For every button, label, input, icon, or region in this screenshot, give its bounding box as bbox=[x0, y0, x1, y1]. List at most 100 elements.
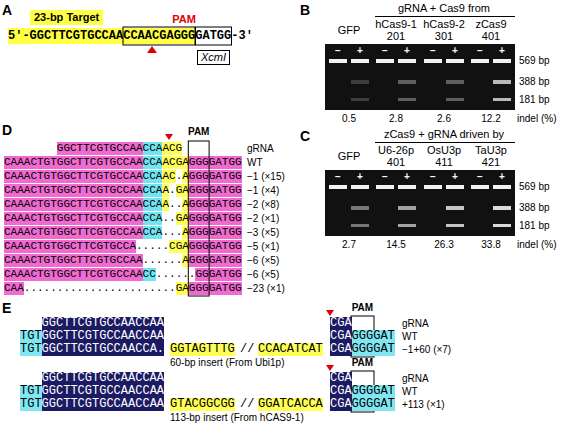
row-label: −1+60 (×7) bbox=[402, 343, 451, 356]
cut-site-marker bbox=[326, 310, 334, 316]
gel-band bbox=[493, 206, 511, 227]
gel-band bbox=[446, 206, 464, 227]
lane-label: hCas9-1 bbox=[375, 18, 417, 30]
lane-sign: + bbox=[357, 171, 363, 183]
lane-label: zCas9 bbox=[475, 18, 506, 30]
gel-value: indel (%) bbox=[517, 239, 556, 251]
panel-letter: B bbox=[300, 2, 310, 18]
gel-value: 388 bp bbox=[519, 76, 550, 88]
insert-segment: GGTAGTTTG bbox=[170, 343, 235, 356]
gel-value: 33.8 bbox=[481, 239, 500, 251]
dna-segment: GGGGAT bbox=[352, 398, 395, 411]
gel-value: 12.2 bbox=[481, 113, 500, 125]
header-bracket bbox=[375, 142, 515, 143]
cut-site-marker bbox=[326, 365, 334, 371]
cut-site-marker bbox=[165, 134, 173, 140]
dna-segment: GGCTTCGTGCCAACCAA bbox=[42, 372, 164, 385]
panel-letter: C bbox=[300, 128, 310, 144]
lane-sign: + bbox=[499, 171, 505, 183]
gel-image bbox=[325, 44, 515, 110]
lane-label: U6-26p bbox=[378, 144, 414, 156]
dna-segment: TGT bbox=[20, 385, 42, 398]
dna-sequence: CAAACTGTGGCTTCGTGCCAACCAACGAGGGGATGG bbox=[4, 156, 242, 169]
lane-sign: + bbox=[499, 45, 505, 57]
gel-band bbox=[493, 80, 511, 101]
row-label: −2 (×1) bbox=[247, 212, 279, 225]
dna-sequence: CAAACTGTGGCTTCGTGCCAACCAA..AGGGGATGG bbox=[4, 198, 242, 211]
gel-value: 14.5 bbox=[386, 239, 405, 251]
insert-caption: 60-bp insert (From Ubi1p) bbox=[170, 357, 284, 369]
gel-band bbox=[351, 80, 369, 101]
lane-label: TaU3p bbox=[475, 144, 507, 156]
row-label: −1 (×15) bbox=[247, 170, 285, 183]
lane-sign: + bbox=[404, 45, 410, 57]
row-label: gRNA bbox=[402, 317, 429, 330]
lane-label: 301 bbox=[435, 30, 453, 42]
dna-sequence: CAAACTGTGGCTTCGTGCCAACC......GGGATGG bbox=[4, 268, 242, 281]
dna-sequence: CAAACTGTGGCTTCGTGCCA.....CGAGGGGATGG bbox=[4, 240, 242, 253]
insert-segment: GGATCACCA bbox=[258, 398, 323, 411]
lane-label: hCas9-2 bbox=[423, 18, 465, 30]
lane-sign: − bbox=[430, 45, 436, 57]
gel-band bbox=[398, 206, 416, 227]
row-label: −23 (×1) bbox=[247, 282, 285, 295]
row-label: −1 (×4) bbox=[247, 184, 279, 197]
dna-sequence: CAAACTGTGGCTTCGTGCCAACCA...AGGGGATGG bbox=[4, 226, 242, 239]
lane-sign: − bbox=[430, 171, 436, 183]
lane-label: GFP bbox=[338, 150, 361, 162]
row-label: +113 (×1) bbox=[402, 398, 445, 411]
row-label: gRNA bbox=[402, 372, 429, 385]
gel-band bbox=[351, 206, 369, 227]
lane-label: GFP bbox=[338, 24, 361, 36]
header-bracket bbox=[375, 16, 515, 17]
gel-value: 569 bp bbox=[519, 181, 550, 193]
gel-band bbox=[446, 80, 464, 101]
lane-label: zCas9 + gRNA driven by bbox=[384, 128, 504, 140]
panel-letter: E bbox=[2, 300, 11, 316]
lane-label: 401 bbox=[387, 156, 405, 168]
break-mark: // bbox=[240, 343, 254, 356]
insert-caption: 113-bp insert (From hCAS9-1) bbox=[170, 412, 304, 424]
lane-sign: − bbox=[335, 171, 341, 183]
cut-site-marker bbox=[147, 46, 157, 53]
gel-value: 2.7 bbox=[342, 239, 356, 251]
lane-label: gRNA + Cas9 from bbox=[398, 2, 490, 14]
gel-value: 0.5 bbox=[342, 113, 356, 125]
lane-sign: + bbox=[452, 171, 458, 183]
box-text: 23-bp Target bbox=[34, 11, 99, 23]
dna-sequence: CAAACTGTGGCTTCGTGCCAACCA..GAGGGGATGG bbox=[4, 212, 242, 225]
dna-segment: CGA bbox=[330, 343, 352, 356]
dna-segment: CGA bbox=[330, 317, 352, 330]
dna-segment: CGA bbox=[330, 398, 352, 411]
dna-segment: GGGGAT bbox=[352, 330, 395, 343]
lane-sign: + bbox=[404, 171, 410, 183]
lane-sign: − bbox=[382, 45, 388, 57]
row-label: −3 (×5) bbox=[247, 226, 279, 239]
insert-segment: CCACATCAT bbox=[258, 343, 323, 356]
break-mark: // bbox=[240, 398, 254, 411]
gel-value: 2.8 bbox=[389, 113, 403, 125]
gel-band bbox=[398, 80, 416, 101]
lane-label: 411 bbox=[435, 156, 453, 168]
dna-segment: TGT bbox=[20, 398, 42, 411]
gel-value: 388 bp bbox=[519, 202, 550, 214]
lane-label: 421 bbox=[482, 156, 500, 168]
dna-sequence: CAAACTGTGGCTTCGTGCCAA......AGGGGATGG bbox=[4, 254, 242, 267]
dna-segment: GGCTTCGTGCCAACCAA bbox=[42, 385, 164, 398]
lane-sign: + bbox=[452, 45, 458, 57]
gel-value: 569 bp bbox=[519, 55, 550, 67]
dna-segment: TGT bbox=[20, 343, 42, 356]
gel-image bbox=[325, 170, 515, 236]
row-label: gRNA bbox=[247, 142, 274, 155]
dna-segment: CGA bbox=[330, 385, 352, 398]
lane-sign: − bbox=[335, 45, 341, 57]
row-label: −5 (×1) bbox=[247, 240, 279, 253]
gel-band bbox=[329, 185, 511, 189]
lane-sign: + bbox=[357, 45, 363, 57]
dna-segment: CGA bbox=[330, 330, 352, 343]
lane-sign: − bbox=[477, 171, 483, 183]
pam-label: PAM bbox=[188, 126, 209, 138]
row-label: −6 (×5) bbox=[247, 254, 279, 267]
label-box: 23-bp Target bbox=[30, 10, 103, 25]
